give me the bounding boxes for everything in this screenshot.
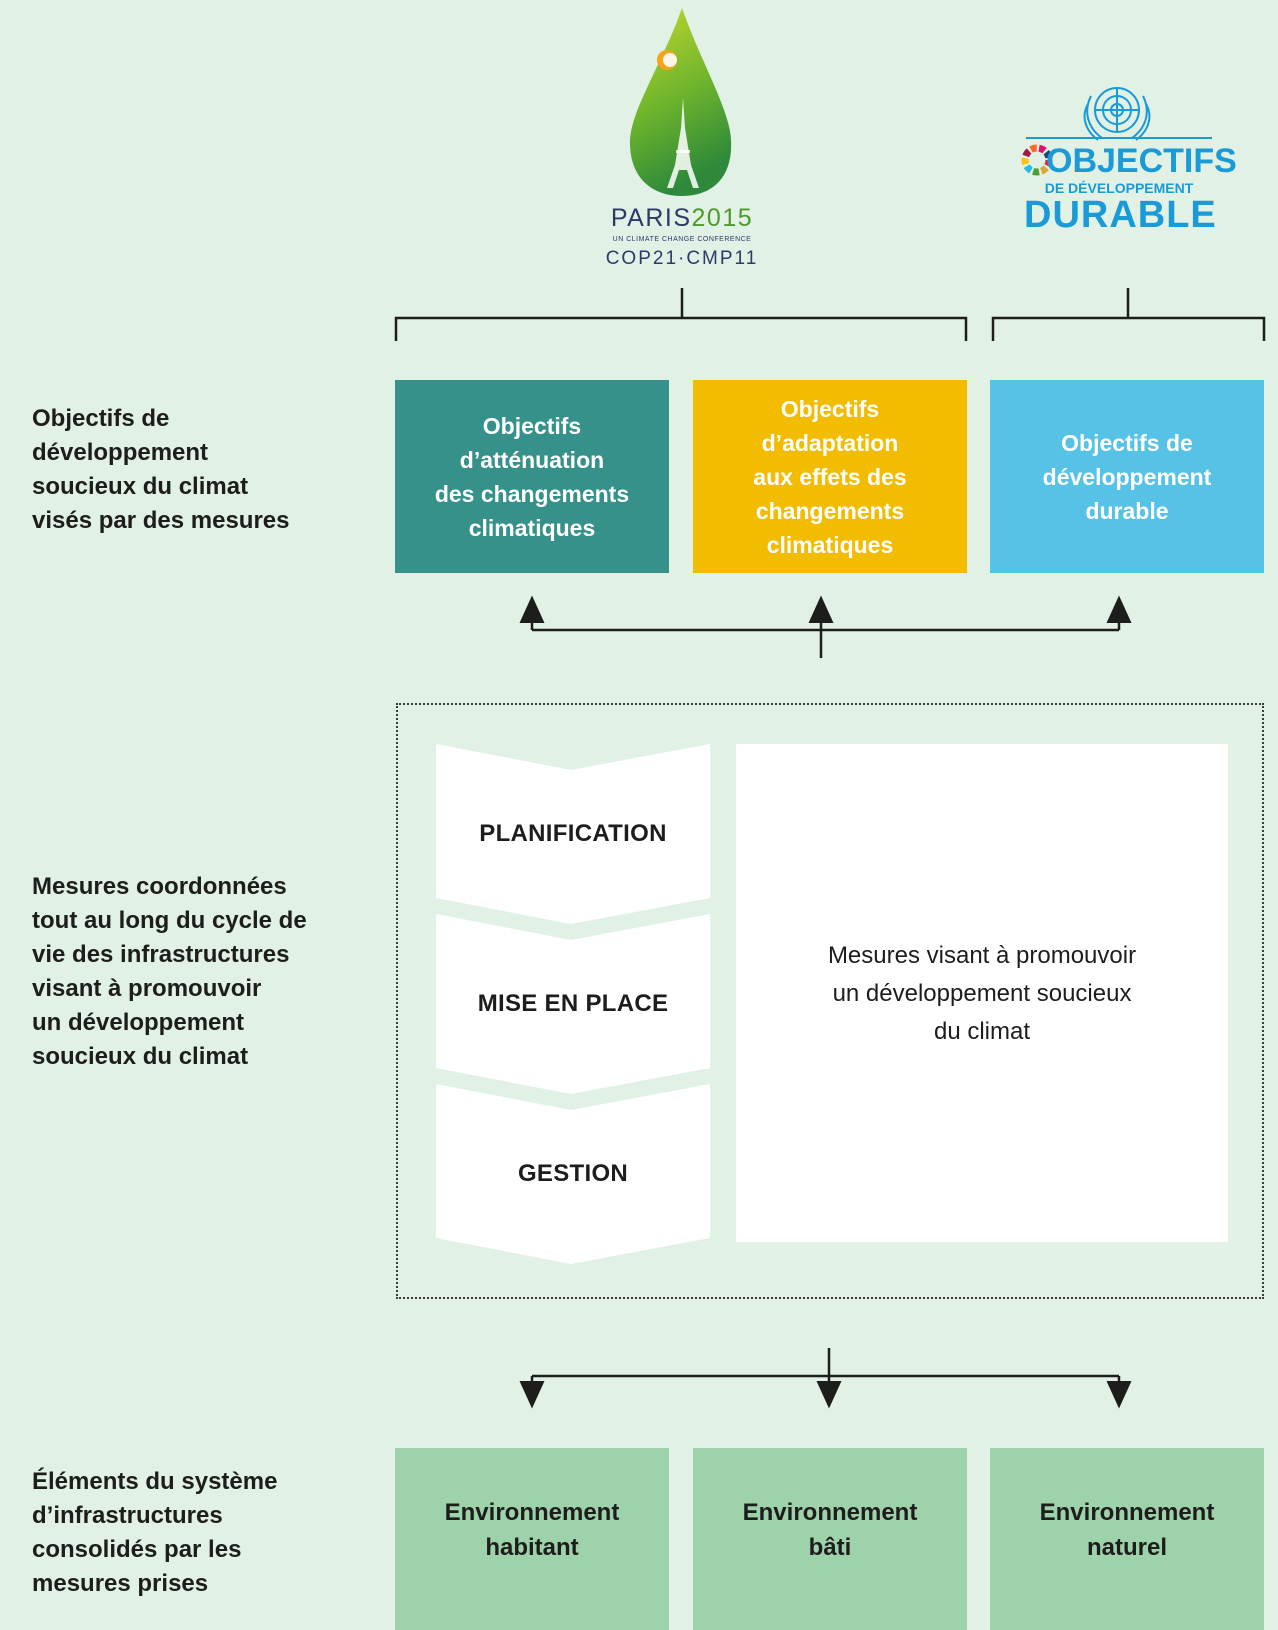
- chevron-planification: [436, 744, 710, 924]
- objective-mitigation-box: Objectifs d’atténuation des changements …: [395, 380, 669, 573]
- cop21-logo-title: PARIS2015: [590, 204, 774, 233]
- objectives-row-label: Objectifs de développement soucieux du c…: [32, 405, 290, 534]
- cop21-leaf-icon: [629, 8, 732, 196]
- phase-gestion-label: GESTION: [517, 1160, 629, 1187]
- sdg-logo-title: OBJECTIFS: [1046, 142, 1237, 181]
- cop21-logo-code: COP21·CMP11: [605, 248, 759, 269]
- chevron-mise-en-place: [436, 914, 710, 1094]
- sdg-logo-subtitle: DE DÉVELOPPEMENT: [1044, 180, 1194, 196]
- measures-frame: [396, 703, 1264, 1299]
- elements-row-label: Éléments du système d’infrastructures co…: [32, 1468, 278, 1597]
- objective-adaptation-box: Objectifs d’adaptation aux effets des ch…: [693, 380, 967, 573]
- measures-panel-text: Mesures visant à promouvoir un développe…: [827, 942, 1137, 1045]
- chevron-gestion: [436, 1084, 710, 1264]
- cop21-paris-text: PARIS: [610, 204, 692, 232]
- measures-row-label: Mesures coordonnées tout au long du cycl…: [32, 873, 307, 1070]
- measures-panel: Mesures visant à promouvoir un développe…: [736, 744, 1228, 1242]
- un-emblem-icon: [1083, 87, 1151, 141]
- phase-planification-label: PLANIFICATION: [479, 820, 667, 847]
- sdg-objectifs-text: OBJECTIFS: [1046, 142, 1237, 180]
- phase-chevrons: [436, 744, 710, 1264]
- objective-sdg-box: Objectifs de développement durable: [990, 380, 1264, 573]
- objective-adaptation-label: Objectifs d’adaptation aux effets des ch…: [753, 395, 907, 558]
- phase-mise-en-place-label: MISE EN PLACE: [477, 990, 669, 1017]
- cop21-logo-subtitle: UN CLIMATE CHANGE CONFERENCE: [612, 236, 752, 243]
- environment-bati-box: Environnement bâti: [693, 1448, 967, 1630]
- sdg-logo-durable: DURABLE: [1024, 194, 1217, 236]
- objective-sdg-label: Objectifs de développement durable: [1042, 429, 1212, 524]
- environment-naturel-box: Environnement naturel: [990, 1448, 1264, 1630]
- objective-mitigation-label: Objectifs d’atténuation des changements …: [434, 412, 630, 541]
- environment-habitant-box: Environnement habitant: [395, 1448, 669, 1630]
- cop21-year-text: 2015: [691, 204, 754, 232]
